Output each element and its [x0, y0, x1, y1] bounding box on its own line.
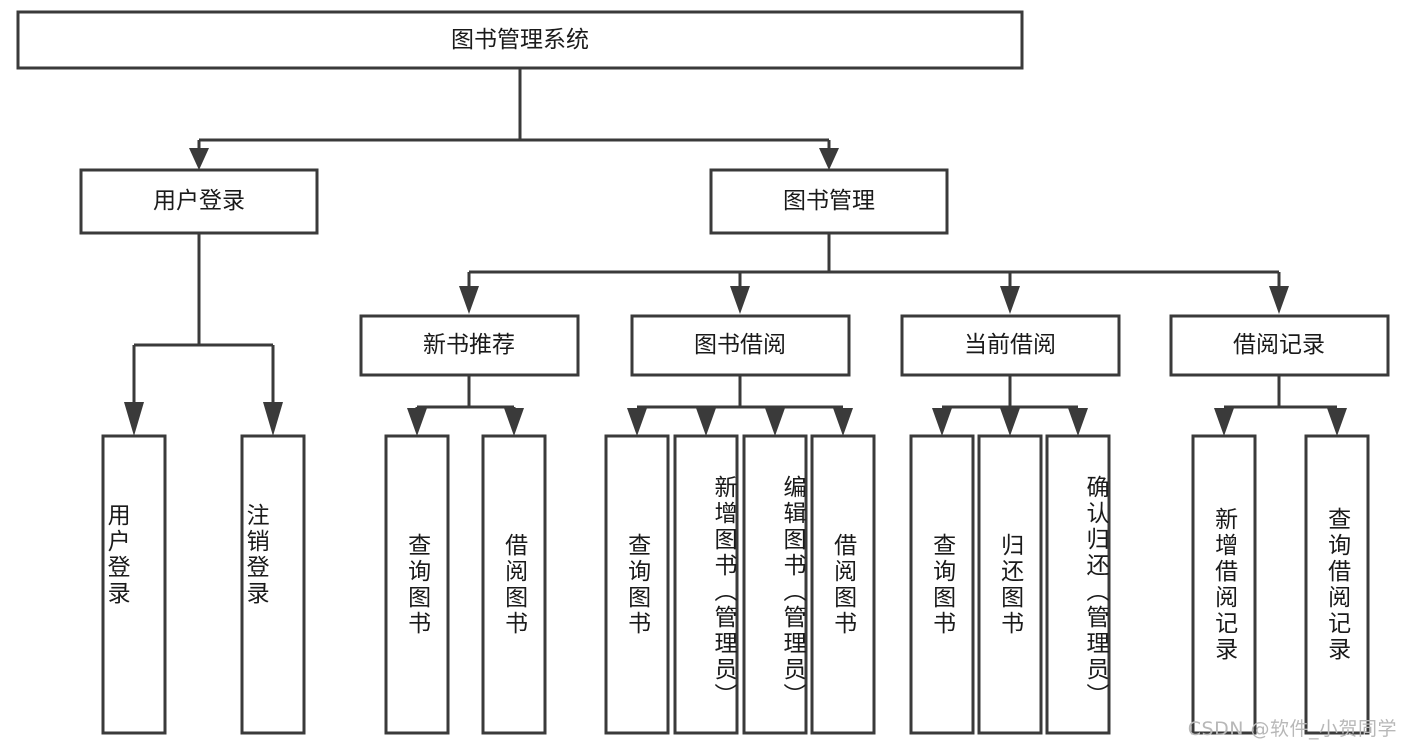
node-new-book-rec-box[interactable] [359, 314, 580, 377]
node-leaf-borrow-book-1-box[interactable] [481, 434, 547, 735]
arrowhead-leaf-query-book-1 [407, 408, 427, 436]
node-book-borrow-label: 图书借阅 [694, 331, 786, 357]
node-leaf-borrow-book-2-box[interactable] [810, 434, 876, 735]
node-current-borrow-label: 当前借阅 [964, 331, 1056, 357]
arrowhead-leaf-query-book-3 [932, 408, 952, 436]
node-root-box[interactable] [16, 10, 1024, 70]
arrowhead-book-manage [819, 148, 839, 170]
arrowhead-leaf-edit-book [765, 408, 785, 436]
node-book-borrow-box[interactable] [630, 314, 851, 377]
arrowhead-leaf-user-login [124, 402, 144, 436]
arrowhead-leaf-borrow-book-2 [833, 408, 853, 436]
node-borrow-record-box[interactable] [1169, 314, 1390, 377]
arrowhead-leaf-confirm-return [1068, 408, 1088, 436]
arrowhead-user-login [189, 148, 209, 170]
node-leaf-query-record-box[interactable] [1304, 434, 1370, 735]
arrowhead-leaf-add-record [1214, 408, 1234, 436]
arrowhead-leaf-query-record [1327, 408, 1347, 436]
node-book-manage-box[interactable] [709, 168, 949, 235]
arrowhead-borrow-record [1269, 286, 1289, 314]
node-borrow-record-label: 借阅记录 [1233, 331, 1325, 357]
arrowhead-leaf-borrow-book-1 [504, 408, 524, 436]
node-leaf-query-book-3-box[interactable] [909, 434, 975, 735]
node-leaf-return-book-box[interactable] [977, 434, 1043, 735]
arrowhead-new-book-rec [459, 286, 479, 314]
csdn-watermark: CSDN @软件_小贺同学 [1187, 718, 1397, 740]
arrowhead-current-borrow [1000, 286, 1020, 314]
node-leaf-edit-book-box[interactable] [742, 434, 808, 735]
arrowhead-book-borrow [730, 286, 750, 314]
arrowhead-leaf-logout [263, 402, 283, 436]
node-leaf-query-book-2-box[interactable] [604, 434, 670, 735]
node-root-label: 图书管理系统 [451, 26, 589, 52]
arrowhead-leaf-add-book [696, 408, 716, 436]
arrowhead-leaf-return-book [1000, 408, 1020, 436]
node-book-manage-label: 图书管理 [783, 187, 875, 213]
node-leaf-confirm-return-box[interactable] [1045, 434, 1111, 735]
node-current-borrow-box[interactable] [900, 314, 1121, 377]
node-new-book-rec-label: 新书推荐 [423, 331, 515, 357]
node-user-login-label: 用户登录 [153, 187, 245, 213]
arrowhead-leaf-query-book-2 [627, 408, 647, 436]
node-leaf-add-book-box[interactable] [673, 434, 739, 735]
node-leaf-query-book-1-box[interactable] [384, 434, 450, 735]
node-leaf-logout-box[interactable] [240, 434, 306, 735]
node-leaf-user-login-box[interactable] [101, 434, 167, 735]
node-leaf-add-record-box[interactable] [1191, 434, 1257, 735]
